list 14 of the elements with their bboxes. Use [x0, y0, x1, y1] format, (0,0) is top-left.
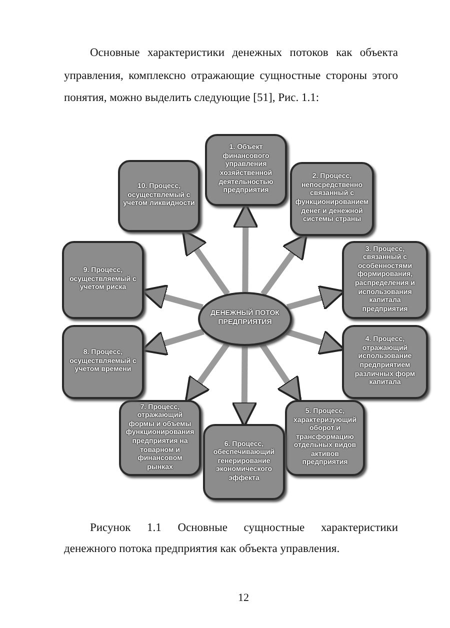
process-box [118, 160, 200, 232]
center-ellipse [198, 292, 292, 346]
process-box [203, 424, 285, 500]
process-box [342, 241, 428, 319]
process-box [342, 325, 428, 399]
process-box [62, 241, 144, 319]
process-box [290, 162, 374, 236]
process-box [62, 325, 144, 399]
process-box [119, 400, 201, 476]
page-number: 12 [238, 592, 249, 604]
process-box [205, 134, 287, 206]
figure-caption: Рисунок 1.1 Основные сущностные характеристики денежного потока предприятия как объекта управления. [64, 521, 398, 557]
paragraph-text: Основные характеристики денежных потоков как объекта управления, комплексно отражающие сущностные стороны этого понятия, можно выделить следующие [51], Рис. 1.1: [64, 46, 398, 106]
process-box [285, 400, 365, 476]
